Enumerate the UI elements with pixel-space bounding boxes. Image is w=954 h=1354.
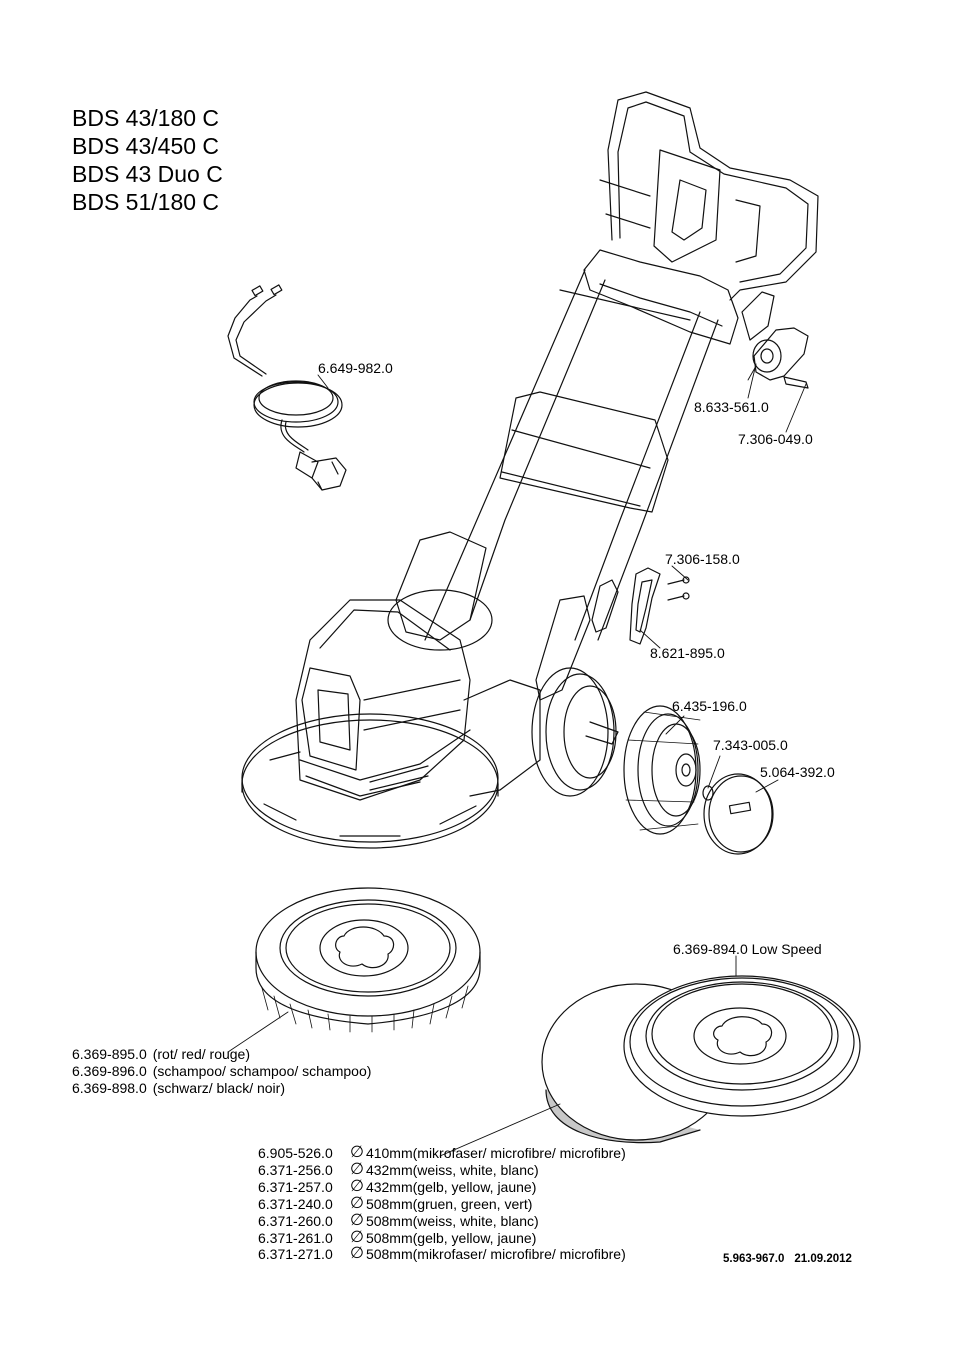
label-holder: 8.621-895.0 xyxy=(650,645,725,661)
document-footer: 5.963-967.0 21.09.2012 xyxy=(723,1253,852,1265)
wheel-mount-drawing xyxy=(531,667,619,797)
pad-part-number: 6.371-256.0 xyxy=(258,1161,333,1178)
label-pad-drive: 6.369-894.0 Low Speed xyxy=(673,941,822,957)
pad-description: 508mm(weiss, white, blanc) xyxy=(365,1212,539,1229)
pad-description: 432mm(weiss, white, blanc) xyxy=(365,1161,539,1178)
diameter-symbol: ∅ xyxy=(350,1144,364,1161)
pad-row: 6.371-240.0 ∅ 508mm(gruen, green, vert) xyxy=(258,1194,626,1213)
pad-part-number: 6.371-257.0 xyxy=(258,1178,333,1195)
brush-description: (schampoo/ schampoo/ schampoo) xyxy=(152,1062,372,1079)
diameter-symbol: ∅ xyxy=(350,1177,364,1195)
pad-description: 508mm(mikrofaser/ microfibre/ microfibre… xyxy=(365,1246,626,1263)
pad-part-number: 6.371-271.0 xyxy=(258,1246,333,1263)
pad-description: 410mm(mikrofaser/ microfibre/ microfibre… xyxy=(365,1145,626,1161)
brush-row: 6.369-895.0 (rot/ red/ rouge) xyxy=(72,1046,371,1063)
wheel-drawing xyxy=(623,705,701,835)
document-number: 5.963-967.0 xyxy=(723,1253,785,1265)
brush-disc-drawing xyxy=(255,887,481,1033)
brush-row: 6.369-896.0 (schampoo/ schampoo/ schampo… xyxy=(72,1063,371,1080)
pad-part-number: 6.371-240.0 xyxy=(258,1195,333,1212)
label-clip-screw: 7.306-049.0 xyxy=(738,431,813,447)
model-name: BDS 43 Duo C xyxy=(72,161,223,187)
wheel-washer-drawing xyxy=(702,785,714,801)
model-name: BDS 43/180 C xyxy=(72,105,220,131)
label-holder-screw: 7.306-158.0 xyxy=(665,551,740,567)
pad-description: 508mm(gelb, yellow, jaune) xyxy=(365,1229,537,1246)
hub-cap-drawing xyxy=(703,773,774,855)
shaft-tube-drawing xyxy=(424,269,719,641)
brush-part-number: 6.369-896.0 xyxy=(72,1062,147,1079)
diameter-symbol: ∅ xyxy=(350,1211,364,1229)
diameter-symbol: ∅ xyxy=(350,1160,364,1178)
model-name: BDS 43/450 C xyxy=(72,133,220,159)
leader-lines xyxy=(227,363,807,1157)
pad-description: 432mm(gelb, yellow, jaune) xyxy=(365,1178,537,1195)
pad-row: 6.371-271.0 ∅ 508mm(mikrofaser/ microfib… xyxy=(258,1246,626,1263)
machine-body-drawing xyxy=(241,531,591,849)
brush-list: 6.369-895.0 (rot/ red/ rouge) 6.369-896.… xyxy=(72,1046,371,1097)
pad-part-number: 6.371-261.0 xyxy=(258,1229,333,1246)
brush-part-number: 6.369-898.0 xyxy=(72,1079,147,1096)
model-name: BDS 51/180 C xyxy=(72,189,220,215)
label-wheel: 6.435-196.0 xyxy=(672,698,747,714)
brush-row: 6.369-898.0 (schwarz/ black/ noir) xyxy=(72,1080,371,1097)
label-cable: 6.649-982.0 xyxy=(318,360,393,376)
pad-row: 6.371-260.0 ∅ 508mm(weiss, white, blanc) xyxy=(258,1211,626,1230)
pad-row: 6.371-261.0 ∅ 508mm(gelb, yellow, jaune) xyxy=(258,1228,626,1247)
document-date: 21.09.2012 xyxy=(794,1253,852,1265)
pad-part-number: 6.905-526.0 xyxy=(258,1145,333,1161)
handle-drawing xyxy=(583,91,819,345)
holder-drawing xyxy=(591,567,690,645)
brush-description: (schwarz/ black/ noir) xyxy=(152,1079,285,1096)
model-list: BDS 43/180 C BDS 43/450 C BDS 43 Duo C B… xyxy=(72,104,223,216)
diameter-symbol: ∅ xyxy=(350,1245,364,1263)
label-hub-cap: 5.064-392.0 xyxy=(760,764,835,780)
pad-row: 6.371-256.0 ∅ 432mm(weiss, white, blanc) xyxy=(258,1160,626,1179)
pad-part-number: 6.371-260.0 xyxy=(258,1212,333,1229)
pad-description: 508mm(gruen, green, vert) xyxy=(365,1195,533,1212)
diameter-symbol: ∅ xyxy=(350,1194,364,1212)
brush-part-number: 6.369-895.0 xyxy=(72,1046,147,1062)
label-wheel-washer: 7.343-005.0 xyxy=(713,737,788,753)
pad-drive-disc-drawing xyxy=(623,975,861,1117)
handle-clip-drawing xyxy=(741,291,809,389)
pad-row: 6.371-257.0 ∅ 432mm(gelb, yellow, jaune) xyxy=(258,1177,626,1196)
pad-row: 6.905-526.0 ∅ 410mm(mikrofaser/ microfib… xyxy=(258,1144,626,1162)
pad-list: 6.905-526.0 ∅ 410mm(mikrofaser/ microfib… xyxy=(258,1144,626,1263)
diameter-symbol: ∅ xyxy=(350,1228,364,1246)
label-clip: 8.633-561.0 xyxy=(694,399,769,415)
power-cable-drawing xyxy=(227,284,347,491)
brush-description: (rot/ red/ rouge) xyxy=(152,1046,250,1062)
